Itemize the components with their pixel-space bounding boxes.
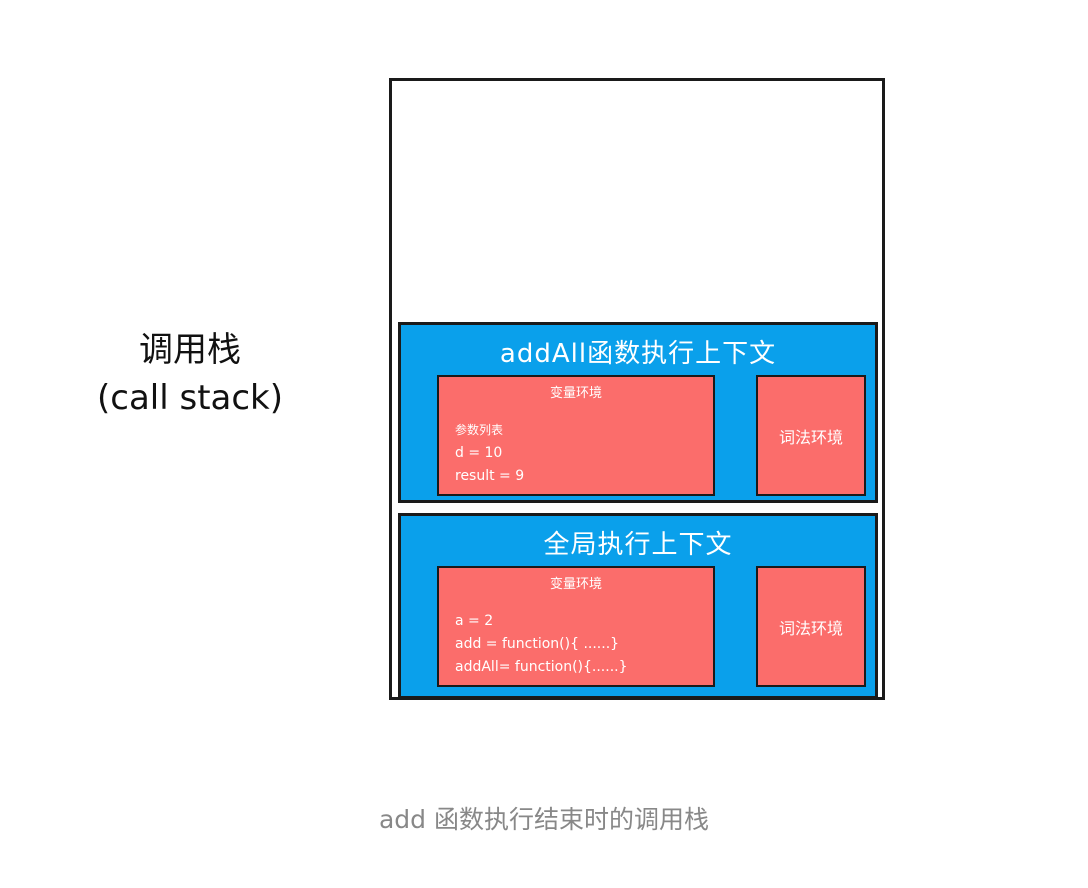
variable-entry: addAll= function(){......} [455, 659, 628, 675]
context-title: addAll函数执行上下文 [499, 339, 777, 369]
call-stack-label-en: (call stack) [96, 378, 284, 418]
variable-environment: 变量环境 参数列表 d = 10 result = 9 [437, 375, 715, 496]
call-stack-container: addAll函数执行上下文 变量环境 参数列表 d = 10 result = … [389, 78, 885, 700]
call-stack-label-cn: 调用栈 [139, 330, 241, 370]
lexical-environment-title: 词法环境 [778, 427, 843, 447]
variable-environment-entries: a = 2 add = function(){ ......} addAll= … [455, 610, 628, 679]
variable-environment-entries: 参数列表 d = 10 result = 9 [455, 419, 524, 488]
variable-environment-title: 变量环境 [549, 386, 602, 401]
variable-environment: 变量环境 a = 2 add = function(){ ......} add… [437, 566, 715, 687]
lexical-environment-title: 词法环境 [778, 618, 843, 638]
variable-entry: d = 10 [455, 445, 503, 461]
addall-execution-context: addAll函数执行上下文 变量环境 参数列表 d = 10 result = … [398, 322, 878, 503]
variable-entry: add = function(){ ......} [455, 636, 620, 652]
variable-entry: 参数列表 [455, 423, 504, 437]
context-title: 全局执行上下文 [543, 530, 733, 560]
global-execution-context: 全局执行上下文 变量环境 a = 2 add = function(){ ...… [398, 513, 878, 699]
call-stack-label: 调用栈 (call stack) [90, 326, 290, 422]
lexical-environment: 词法环境 [756, 375, 866, 496]
lexical-environment: 词法环境 [756, 566, 866, 687]
figure-caption: add 函数执行结束时的调用栈 [378, 805, 709, 834]
variable-entry: result = 9 [455, 468, 525, 484]
variable-environment-title: 变量环境 [549, 577, 602, 592]
variable-entry: a = 2 [455, 613, 494, 629]
